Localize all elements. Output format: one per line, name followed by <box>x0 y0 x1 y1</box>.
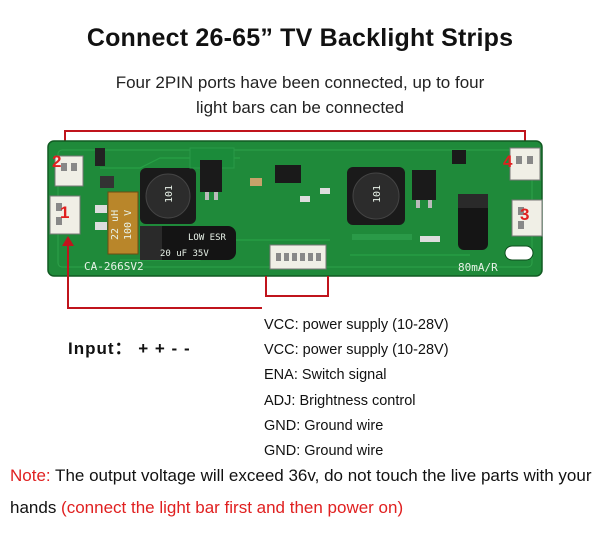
inductor-left: 101 <box>140 168 196 224</box>
note-text: The output voltage will exceed 36v, do n… <box>10 466 592 517</box>
pin-list: VCC: power supply (10-28V) VCC: power su… <box>264 313 449 464</box>
svg-text:100 V: 100 V <box>123 210 134 240</box>
connector-port-4 <box>509 147 541 181</box>
svg-text:101: 101 <box>372 185 383 203</box>
svg-text:101: 101 <box>164 185 175 203</box>
inductor-right: 101 <box>347 167 405 225</box>
input-bracket <box>265 276 329 297</box>
svg-text:20 uF 35V: 20 uF 35V <box>160 249 209 259</box>
safety-note: Note: The output voltage will exceed 36v… <box>10 460 595 524</box>
connection-line-input <box>67 244 262 309</box>
subtitle: Four 2PIN ports have been connected, up … <box>0 70 600 120</box>
note-label: Note: <box>10 466 51 485</box>
pin-item: VCC: power supply (10-28V) <box>264 342 449 359</box>
svg-text:22 uH: 22 uH <box>110 210 121 240</box>
pin-item: ENA: Switch signal <box>264 367 387 384</box>
arrow-up-icon <box>62 236 74 246</box>
port-number-1: 1 <box>60 203 69 222</box>
capacitor-right <box>458 194 488 250</box>
connector-port-1 <box>49 195 81 235</box>
pin-item: VCC: power supply (10-28V) <box>264 317 449 333</box>
pin-item: GND: Ground wire <box>264 443 384 460</box>
pin-item: GND: Ground wire <box>264 417 384 434</box>
mounting-slot <box>504 245 534 261</box>
port-number-3: 3 <box>520 205 529 224</box>
pin-item: ADJ: Brightness control <box>264 392 416 409</box>
subtitle-line-2: light bars can be connected <box>196 98 404 117</box>
port-number-2: 2 <box>52 152 61 171</box>
svg-text:LOW ESR: LOW ESR <box>188 233 227 243</box>
input-connector <box>269 244 327 270</box>
pcb-board-illustration: 2 1 3 4 22 uH 100 V 101 LOW ESR 20 uF 35… <box>47 130 543 309</box>
page-title: Connect 26-65” TV Backlight Strips <box>86 24 514 52</box>
connector-port-2 <box>54 155 84 187</box>
input-label: Input： + + - - <box>68 339 191 358</box>
board-current: 80mA/R <box>458 261 498 274</box>
port-number-4: 4 <box>503 152 513 171</box>
capacitor-electrolytic: LOW ESR 20 uF 35V <box>140 226 236 260</box>
capacitor-smd: 22 uH 100 V <box>107 191 139 255</box>
note-warning: (connect the light bar first and then po… <box>61 498 404 517</box>
board-model: CA-266SV2 <box>84 260 144 273</box>
connector-port-3 <box>511 199 543 237</box>
subtitle-line-1: Four 2PIN ports have been connected, up … <box>115 73 485 92</box>
